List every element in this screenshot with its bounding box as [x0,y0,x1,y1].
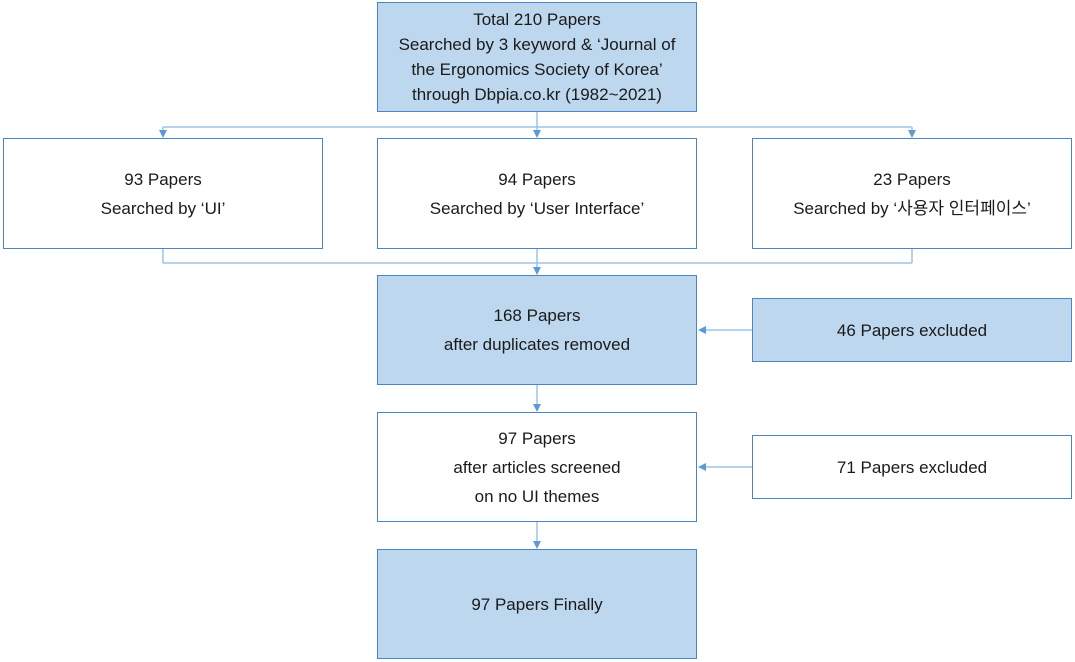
screened-label-2: on no UI themes [474,486,600,506]
total-line-2: Searched by 3 keyword & ‘Journal of [398,35,676,54]
search-korean-term: Searched by ‘사용자 인터페이스’ [793,198,1031,218]
search-user-interface-term: Searched by ‘User Interface’ [429,198,645,218]
search-korean-count: 23 Papers [873,169,951,189]
total-line-4: through Dbpia.co.kr (1982~2021) [412,85,662,104]
total-papers-box: Total 210 Papers Searched by 3 keyword &… [377,2,697,112]
excluded-duplicates-label: 46 Papers excluded [836,320,988,340]
search-user-interface-box: 94 Papers Searched by ‘User Interface’ [377,138,697,249]
screened-label-1: after articles screened [453,457,621,477]
search-ui-count: 93 Papers [124,169,202,189]
dedup-count: 168 Papers [493,306,581,325]
screened-count: 97 Papers [498,428,576,448]
final-box: 97 Papers Finally [377,549,697,659]
dedup-box: 168 Papers after duplicates removed [377,275,697,385]
total-line-1: Total 210 Papers [473,10,601,29]
excluded-screened-box: 71 Papers excluded [752,435,1072,499]
excluded-duplicates-box: 46 Papers excluded [752,298,1072,362]
dedup-label: after duplicates removed [443,335,631,354]
final-label: 97 Papers Finally [471,594,603,614]
search-ui-box: 93 Papers Searched by ‘UI’ [3,138,323,249]
excluded-screened-label: 71 Papers excluded [836,457,988,477]
search-korean-box: 23 Papers Searched by ‘사용자 인터페이스’ [752,138,1072,249]
search-ui-term: Searched by ‘UI’ [100,198,226,218]
screened-box: 97 Papers after articles screened on no … [377,412,697,522]
search-user-interface-count: 94 Papers [498,169,576,189]
total-line-3: the Ergonomics Society of Korea’ [411,60,663,79]
